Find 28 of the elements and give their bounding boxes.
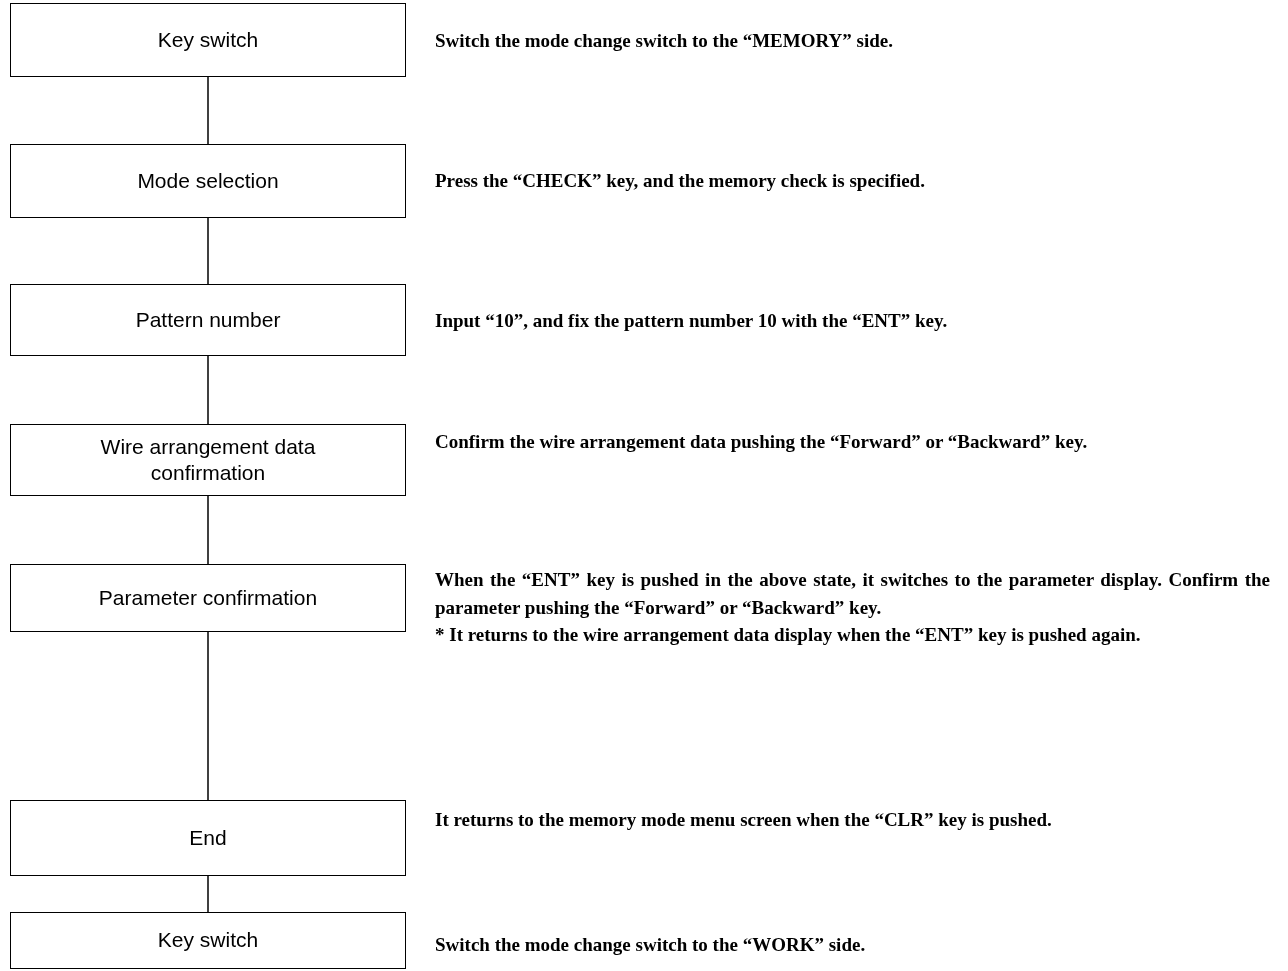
step-description: Press the “CHECK” key, and the memory check is specified. <box>435 169 926 193</box>
step-label: Wire arrangement data confirmation <box>99 433 317 486</box>
step-description: It returns to the memory mode menu screen when the “CLR” key is pushed. <box>435 808 1053 832</box>
connector-line <box>207 217 209 285</box>
process-box <box>10 564 406 632</box>
process-box <box>10 284 406 356</box>
connector-line <box>207 631 209 801</box>
step-label: Pattern number <box>134 306 282 333</box>
step-label: Parameter confirmation <box>97 584 319 611</box>
step-description: When the “ENT” key is pushed in the above state, it switches to the parameter display. Confirm the parameter pushing the “Forward” or “Backward” key. <box>435 568 1270 620</box>
step-description: Input “10”, and fix the pattern number 10 with the “ENT” key. <box>435 309 949 333</box>
note-text: * It returns to the wire arrangement data display when the “ENT” key is pushed again. <box>435 623 1142 648</box>
process-box <box>10 912 406 969</box>
connector-line <box>207 495 209 565</box>
connector-line <box>207 355 209 425</box>
step-label: End <box>188 824 228 851</box>
process-box <box>10 800 406 876</box>
step-label: Mode selection <box>136 167 280 194</box>
step-label: Key switch <box>156 927 260 954</box>
process-box <box>10 424 406 496</box>
step-description: Switch the mode change switch to the “MEMORY” side. <box>435 29 894 53</box>
step-description: Switch the mode change switch to the “WORK” side. <box>435 933 867 957</box>
process-box <box>10 144 406 218</box>
connector-line <box>207 76 209 145</box>
step-description: Confirm the wire arrangement data pushing the “Forward” or “Backward” key. <box>435 430 1089 454</box>
process-box <box>10 3 406 77</box>
connector-line <box>207 875 209 913</box>
step-label: Key switch <box>156 26 260 53</box>
